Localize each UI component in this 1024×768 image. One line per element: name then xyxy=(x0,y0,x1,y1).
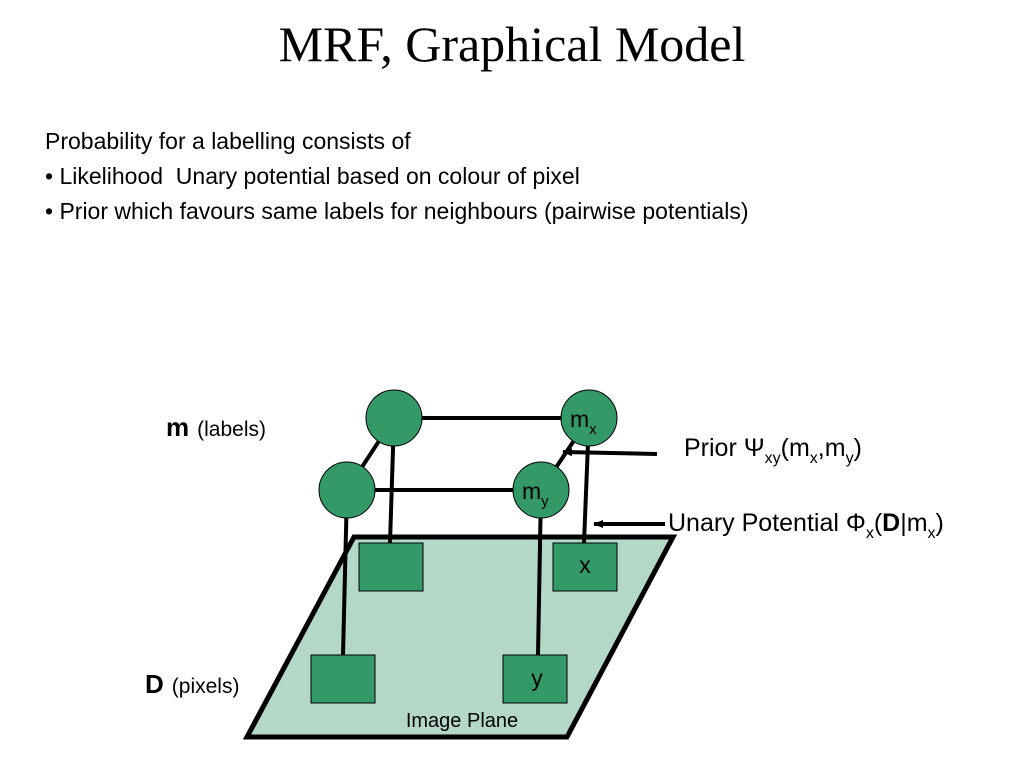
label-node-back-left xyxy=(365,389,423,447)
slide-title: MRF, Graphical Model xyxy=(278,16,746,72)
prior-label: Prior Ψxy(mx,my) xyxy=(684,434,862,467)
labels-layer-label: m(labels) xyxy=(166,412,266,442)
bullet-prior: • Prior which favours same labels for ne… xyxy=(45,198,749,224)
pixel-x xyxy=(552,542,618,592)
pixels-layer-label: D(pixels) xyxy=(145,669,239,699)
image-plane-label: Image Plane xyxy=(406,710,518,732)
pixel-back-left xyxy=(358,542,424,592)
pixel-y xyxy=(502,654,568,704)
node-label-mx: mx xyxy=(570,406,597,438)
pixel-label-x: x xyxy=(579,552,591,578)
label-node-my xyxy=(512,461,570,519)
bullet-likelihood: • Likelihood Unary potential based on co… xyxy=(45,163,580,189)
pixel-label-y: y xyxy=(531,665,543,691)
unary-label: Unary Potential Φx(D|mx) xyxy=(668,509,944,542)
label-node-front-left xyxy=(318,461,376,519)
label-node-mx xyxy=(560,389,618,447)
prior-arrow xyxy=(562,448,658,457)
pixel-front-left xyxy=(310,654,376,704)
bullet-list: Probability for a labelling consists of … xyxy=(45,124,748,229)
node-label-my: my xyxy=(522,478,549,510)
intro-text: Probability for a labelling consists of xyxy=(45,128,411,154)
